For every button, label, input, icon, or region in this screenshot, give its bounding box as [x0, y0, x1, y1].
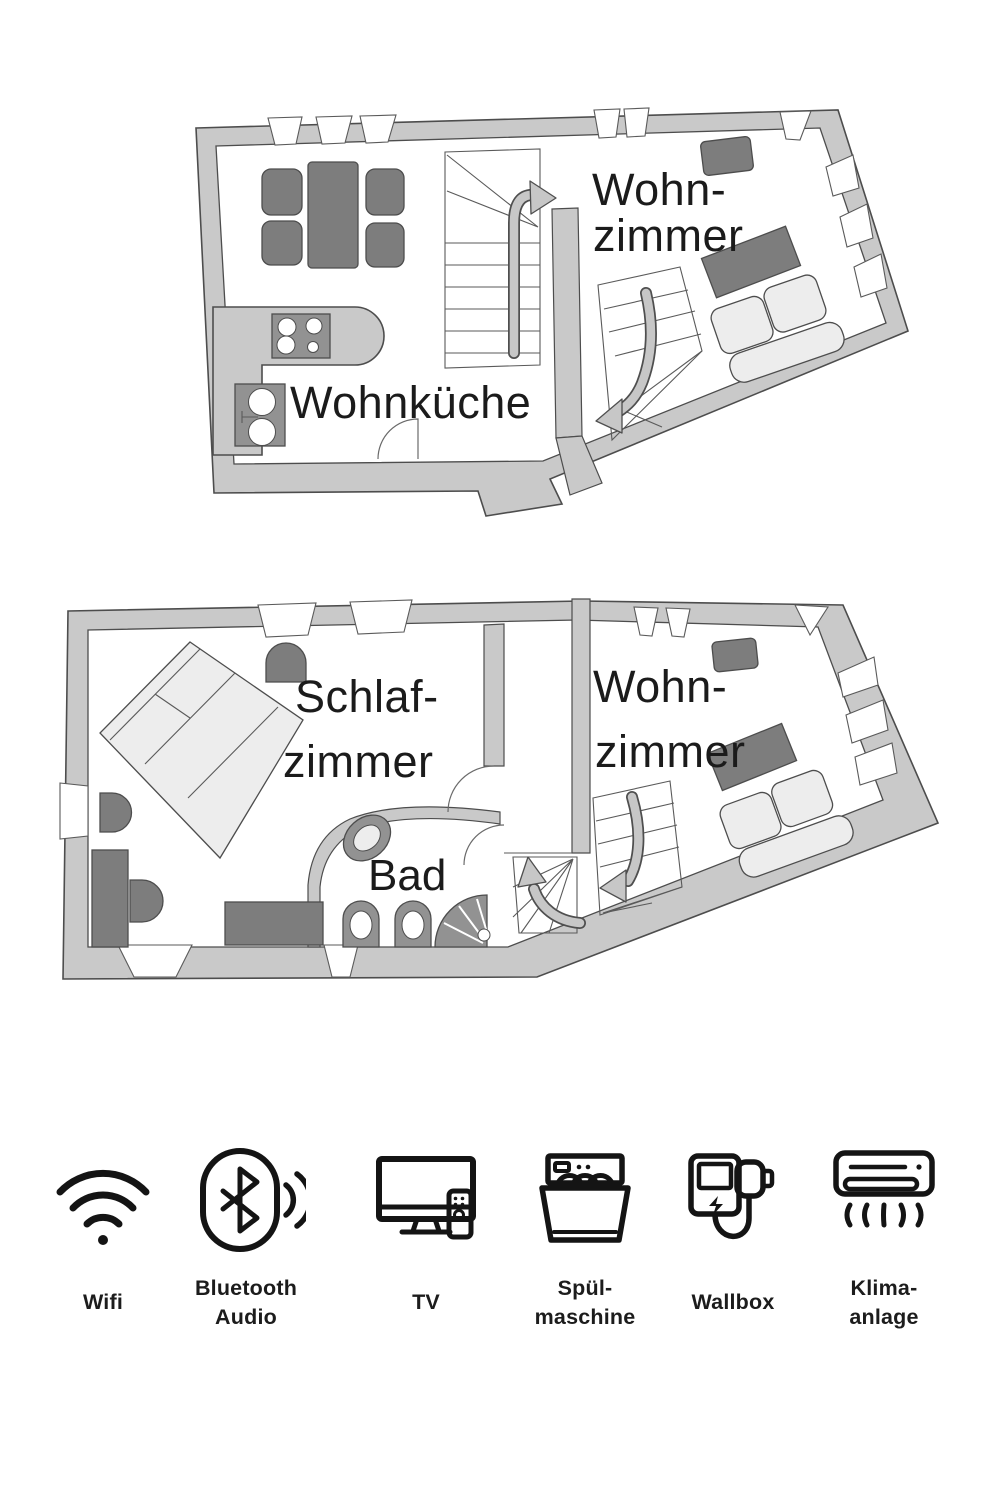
amenity-label-line: maschine: [534, 1305, 636, 1329]
air-conditioner-icon: [833, 1150, 935, 1228]
amenity-label-line: Spül-: [557, 1276, 613, 1300]
room-label-wohnkueche: Wohnküche: [290, 377, 531, 428]
amenity-label-line: Audio: [215, 1305, 277, 1329]
dining-table: [307, 161, 359, 269]
tv-icon: [376, 1156, 476, 1240]
coffee-table: [700, 225, 802, 299]
room-label-bad: Bad: [368, 851, 446, 900]
entrance-wall: [555, 435, 603, 496]
wardrobe: [91, 849, 129, 948]
room-label-wohnzimmer-line2: zimmer: [593, 210, 743, 261]
amenity-label-line: TV: [412, 1290, 440, 1314]
sink: [394, 900, 432, 948]
armchair: [99, 792, 133, 833]
tv-sideboard: [711, 637, 759, 673]
amenity-label-line: Wallbox: [691, 1290, 775, 1314]
wifi-icon: [56, 1169, 150, 1245]
sofa: [710, 274, 845, 383]
bed: [99, 641, 304, 860]
bedroom-hall-wall: [483, 623, 505, 767]
amenity-label-klimaanlage: Klima- anlage: [809, 1274, 959, 1332]
lower-windows: [59, 599, 898, 978]
chair: [261, 168, 303, 216]
chair: [261, 220, 303, 266]
sofa: [719, 769, 854, 878]
coffee-table: [706, 722, 798, 792]
lower-walls: [59, 598, 940, 980]
dining-set: [261, 161, 405, 269]
toilet: [342, 814, 392, 862]
lower-floor-plan: Schlaf- zimmer Bad Wohn- zimmer: [59, 598, 940, 980]
stair-divider-wall: [551, 207, 583, 439]
bath-curved-wall: [307, 806, 501, 948]
room-label-schlafzimmer-line2: zimmer: [283, 736, 433, 787]
corner-shower: [434, 894, 491, 948]
dishwasher-icon: [539, 1153, 631, 1243]
lower-livingroom-furniture: [706, 637, 854, 878]
amenity-label-line: Bluetooth: [194, 1276, 298, 1300]
chair: [365, 168, 405, 216]
room-label-schlafzimmer-line1: Schlaf-: [295, 671, 439, 722]
amenity-label-wallbox: Wallbox: [663, 1288, 803, 1317]
chair: [365, 222, 405, 268]
room-label-wohnzimmer-line2: zimmer: [595, 726, 745, 777]
kitchen-counter: [212, 306, 385, 456]
wallbox-icon: [688, 1153, 775, 1239]
stove-oven: [265, 642, 307, 683]
staircase-up: [444, 148, 557, 369]
room-label-wohnzimmer-line1: Wohn-: [592, 164, 726, 215]
bath-door-arc: [463, 824, 505, 866]
dresser: [224, 901, 324, 946]
amenity-label-bluetooth-audio: Bluetooth Audio: [166, 1274, 326, 1332]
room-label-wohnzimmer-line1: Wohn-: [593, 661, 727, 712]
bathroom-fixtures: [342, 814, 491, 948]
amenity-label-spuelmaschine: Spül- maschine: [505, 1274, 665, 1332]
lower-staircase-down: [504, 780, 683, 916]
upper-livingroom-furniture: [700, 136, 845, 383]
amenity-label-line: Klima-: [850, 1276, 918, 1300]
sink: [342, 900, 380, 948]
amenity-label-wifi: Wifi: [43, 1288, 163, 1317]
amenity-label-line: anlage: [849, 1305, 919, 1329]
upper-floor-plan: Wohn- zimmer Wohnküche: [195, 107, 909, 517]
armchair: [129, 879, 164, 923]
door-arc: [377, 418, 419, 460]
amenity-label-tv: TV: [366, 1288, 486, 1317]
tv-sideboard: [700, 136, 754, 176]
upper-windows: [267, 107, 888, 298]
lower-staircase-up: [512, 856, 586, 934]
hall-livingroom-wall: [571, 598, 591, 854]
staircase-down: [595, 266, 703, 442]
bluetooth-audio-icon: [200, 1148, 306, 1252]
bedroom-furniture: [91, 642, 324, 948]
amenity-label-line: Wifi: [82, 1290, 123, 1314]
bedroom-door-arc: [447, 765, 495, 813]
